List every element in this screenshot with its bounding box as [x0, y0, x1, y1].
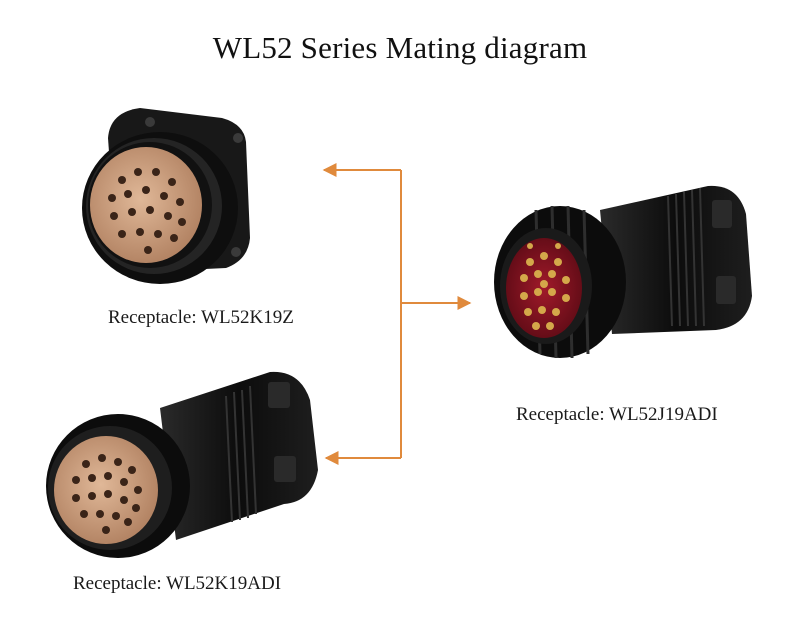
cable-socket-connector-image [46, 371, 318, 558]
diagram-title: WL52 Series Mating diagram [212, 30, 588, 65]
square-flange-receptacle-image [82, 108, 250, 284]
mating-arrows [322, 163, 472, 465]
caption-square-flange-receptacle: Receptacle: WL52K19Z [108, 307, 294, 328]
caption-plug-pin-connector: Receptacle: WL52J19ADI [516, 404, 718, 425]
contact-pins [520, 243, 570, 330]
socket-holes [72, 454, 142, 534]
knurled-grip [667, 187, 705, 327]
socket-holes [108, 168, 186, 254]
knurled-grip [225, 385, 257, 523]
plug-pin-connector-image [494, 185, 752, 359]
caption-cable-socket-connector: Receptacle: WL52K19ADI [73, 573, 282, 594]
